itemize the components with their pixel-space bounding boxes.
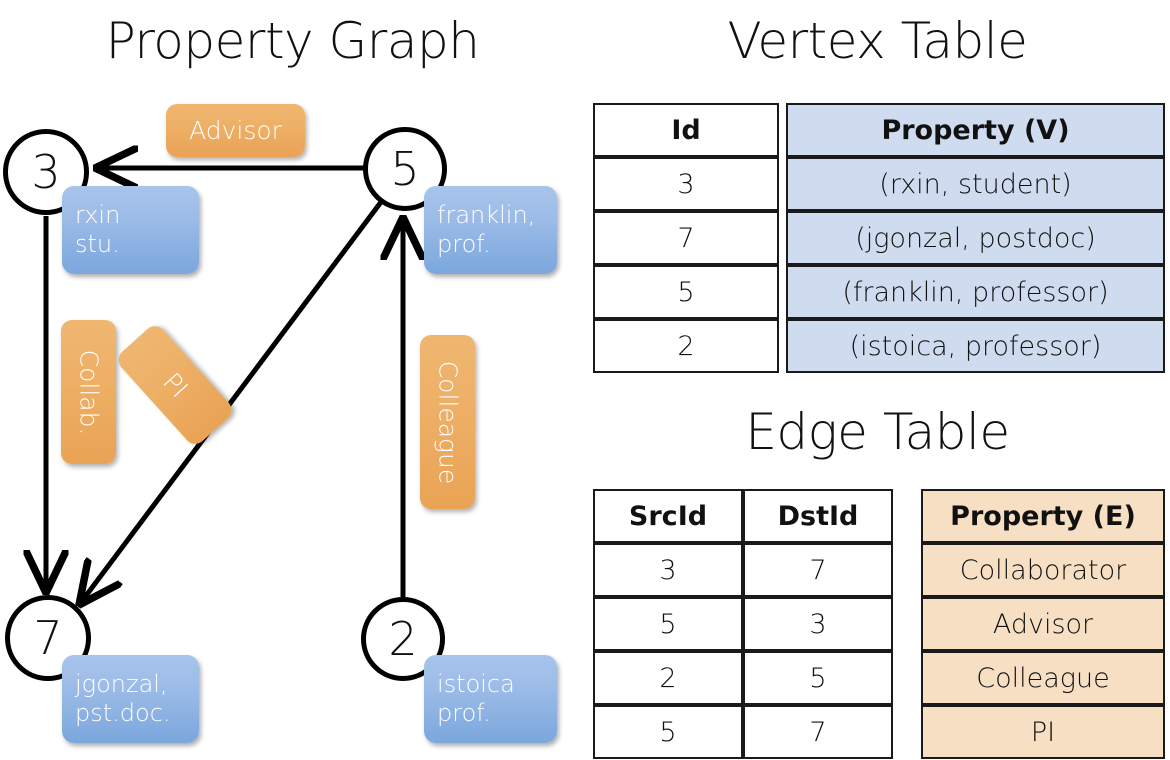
vertex-id-cell: 5	[593, 265, 779, 319]
edge-table-header-property: Property (E)	[921, 489, 1165, 543]
table-row[interactable]: 5 7	[593, 705, 893, 759]
graph-node-2[interactable]: 2	[361, 597, 445, 681]
edge-src-cell: 2	[593, 651, 743, 705]
edge-dst-cell: 3	[743, 597, 893, 651]
graph-node-5[interactable]: 5	[363, 127, 447, 211]
graph-node-7-label: 7	[33, 611, 63, 665]
table-row[interactable]: (istoica, professor)	[786, 319, 1165, 373]
table-row[interactable]: 3	[593, 157, 779, 211]
edge-label-colleague[interactable]: Colleague	[420, 335, 475, 509]
page-title-vertex-table: Vertex Table	[727, 12, 1028, 70]
table-header-row: Property (E)	[921, 489, 1165, 543]
table-row[interactable]: Collaborator	[921, 543, 1165, 597]
edge-label-collab[interactable]: Collab.	[61, 320, 116, 464]
edge-src-cell: 5	[593, 597, 743, 651]
vertex-property-cell: (rxin, student)	[786, 157, 1165, 211]
edge-property-cell: Colleague	[921, 651, 1165, 705]
vertex-table-property-column: Property (V) (rxin, student) (jgonzal, p…	[786, 103, 1165, 373]
node-property-box-franklin[interactable]: franklin, prof.	[424, 186, 557, 274]
vertex-id-cell: 7	[593, 211, 779, 265]
graph-node-5-label: 5	[390, 142, 420, 196]
vertex-table-header-id: Id	[593, 103, 779, 157]
table-row[interactable]: 2	[593, 319, 779, 373]
table-header-row: Id	[593, 103, 779, 157]
vertex-property-cell: (jgonzal, postdoc)	[786, 211, 1165, 265]
edge-label-advisor[interactable]: Advisor	[166, 104, 305, 157]
vertex-id-cell: 2	[593, 319, 779, 373]
vertex-table-id-column: Id 3 7 5 2	[593, 103, 779, 373]
node-property-line-2: stu.	[75, 230, 120, 258]
table-row[interactable]: 7	[593, 211, 779, 265]
table-row[interactable]: Advisor	[921, 597, 1165, 651]
edge-table-property-column: Property (E) Collaborator Advisor Collea…	[921, 489, 1165, 759]
edge-5-to-7	[82, 200, 384, 601]
node-property-box-jgonzal[interactable]: jgonzal, pst.doc.	[62, 655, 199, 743]
page-title-edge-table: Edge Table	[745, 403, 1010, 461]
node-property-box-istoica[interactable]: istoica prof.	[424, 655, 557, 743]
edge-property-cell: PI	[921, 705, 1165, 759]
node-property-line-1: rxin	[75, 200, 121, 229]
edge-property-cell: Collaborator	[921, 543, 1165, 597]
table-row[interactable]: (jgonzal, postdoc)	[786, 211, 1165, 265]
edge-label-pi-text: PI	[156, 366, 194, 404]
graph-node-3-label: 3	[31, 145, 61, 199]
edge-dst-cell: 7	[743, 705, 893, 759]
table-row[interactable]: PI	[921, 705, 1165, 759]
vertex-id-cell: 3	[593, 157, 779, 211]
edge-src-cell: 5	[593, 705, 743, 759]
graph-edges-svg	[0, 0, 585, 760]
edge-label-colleague-text: Colleague	[433, 360, 463, 484]
node-property-line-2: pst.doc.	[75, 699, 171, 727]
graph-node-2-label: 2	[388, 612, 418, 666]
vertex-property-cell: (franklin, professor)	[786, 265, 1165, 319]
table-row[interactable]: Colleague	[921, 651, 1165, 705]
edge-label-advisor-text: Advisor	[189, 116, 282, 145]
table-row[interactable]: 3 7	[593, 543, 893, 597]
table-row[interactable]: 2 5	[593, 651, 893, 705]
node-property-line-2: prof.	[437, 230, 491, 258]
edge-table-header-srcid: SrcId	[593, 489, 743, 543]
table-row[interactable]: 5	[593, 265, 779, 319]
edge-src-cell: 3	[593, 543, 743, 597]
edge-table-src-dst-columns: SrcId DstId 3 7 5 3 2 5 5 7	[593, 489, 893, 759]
table-row[interactable]: (rxin, student)	[786, 157, 1165, 211]
page-title-property-graph: Property Graph	[105, 12, 480, 70]
vertex-table-header-property: Property (V)	[786, 103, 1165, 157]
node-property-line-2: prof.	[437, 699, 491, 727]
table-header-row: Property (V)	[786, 103, 1165, 157]
edge-label-collab-text: Collab.	[74, 349, 103, 435]
edge-table-header-dstid: DstId	[743, 489, 893, 543]
table-header-row: SrcId DstId	[593, 489, 893, 543]
edge-dst-cell: 7	[743, 543, 893, 597]
edge-dst-cell: 5	[743, 651, 893, 705]
vertex-property-cell: (istoica, professor)	[786, 319, 1165, 373]
node-property-line-1: istoica	[437, 669, 515, 698]
table-row[interactable]: (franklin, professor)	[786, 265, 1165, 319]
node-property-line-1: jgonzal,	[75, 669, 168, 698]
table-row[interactable]: 5 3	[593, 597, 893, 651]
edge-property-cell: Advisor	[921, 597, 1165, 651]
node-property-box-rxin[interactable]: rxin stu.	[62, 186, 199, 274]
property-graph-diagram: 3 5 7 2 rxin stu. franklin, prof. jgonza…	[0, 0, 585, 760]
node-property-line-1: franklin,	[437, 200, 536, 229]
